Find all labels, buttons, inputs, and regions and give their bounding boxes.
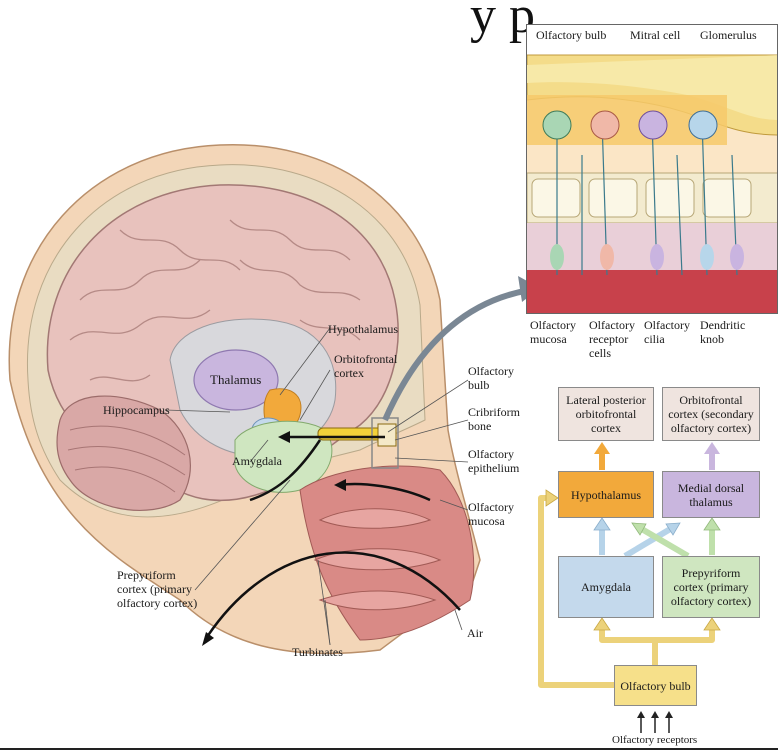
prepyriform-shape <box>234 420 333 493</box>
receptor-arrow-heads <box>637 711 673 718</box>
hypothalamus-up-head <box>594 442 610 454</box>
label-epithelium: Olfactory epithelium <box>468 447 520 475</box>
inset-label-dendritic-knob: Dendritic knob <box>700 318 746 346</box>
bulb-connectors <box>538 495 715 688</box>
inset-label-receptor-cells: Olfactory receptor cells <box>589 318 635 360</box>
inset-label-olfactory-mucosa: Olfactory mucosa <box>530 318 576 346</box>
label-cribriform: Cribriform bone <box>468 405 520 433</box>
label-orbitofrontal: Orbitofrontal cortex <box>334 352 398 380</box>
inset-label-mitral-cell: Mitral cell <box>630 28 681 42</box>
receptor-cells <box>550 244 744 270</box>
label-air: Air <box>467 626 483 640</box>
arrow-heads <box>202 431 346 646</box>
label-olfactory-bulb: Olfactory bulb <box>468 364 514 392</box>
cerebellum <box>56 395 191 511</box>
box-medial-dorsal-thalamus: Medial dorsal thalamus <box>662 471 760 518</box>
bulb-connector-heads <box>545 489 721 631</box>
inset-label-olfactory-cilia: Olfactory cilia <box>644 318 690 346</box>
label-turbinates: Turbinates <box>292 645 343 659</box>
label-hypothalamus: Hypothalamus <box>328 322 398 336</box>
title-fragment: y p <box>470 0 535 44</box>
cerebellum-folia <box>67 425 186 493</box>
bulb-core <box>527 55 777 120</box>
box-olfactory-bulb: Olfactory bulb <box>614 665 697 706</box>
label-amygdala: Amygdala <box>232 454 282 468</box>
mucosa-layer <box>527 270 777 313</box>
prepyriform-connectors <box>638 525 715 559</box>
label-mucosa: Olfactory mucosa <box>468 500 514 528</box>
glomeruli <box>542 110 718 140</box>
bone-cells <box>531 178 752 218</box>
amygdala-connector-heads <box>593 517 681 536</box>
amygdala-connectors <box>599 525 674 559</box>
inset-label-glomerulus: Glomerulus <box>700 28 757 42</box>
prepyriform-connector-heads <box>631 517 721 536</box>
inset-arrow <box>382 287 531 422</box>
label-thalamus: Thalamus <box>210 372 262 387</box>
bottom-rule <box>0 748 778 750</box>
turbinates-shapes <box>313 508 442 611</box>
leader-lines <box>164 327 469 646</box>
inset-label-olfactory-bulb: Olfactory bulb <box>536 28 607 42</box>
tissue-inset <box>526 24 778 314</box>
airflow-arrows <box>203 435 461 641</box>
box-prepyriform: Prepyriform cortex (primary olfactory co… <box>662 556 760 618</box>
label-hippocampus: Hippocampus <box>103 403 170 417</box>
box-amygdala: Amygdala <box>558 556 654 618</box>
box-lateral-posterior-orbitofrontal: Lateral posterior orbitofrontal cortex <box>558 387 654 441</box>
receptor-arrows <box>640 716 670 733</box>
label-prepyriform: Prepyriform cortex (primary olfactory co… <box>117 568 198 610</box>
thalamus-shape <box>193 349 279 411</box>
box-orbitofrontal-secondary: Orbitofrontal cortex (secondary olfactor… <box>662 387 760 441</box>
box-hypothalamus: Hypothalamus <box>558 471 654 518</box>
thalamus-up-head <box>704 442 720 454</box>
label-olfactory-receptors: Olfactory receptors <box>612 734 698 746</box>
